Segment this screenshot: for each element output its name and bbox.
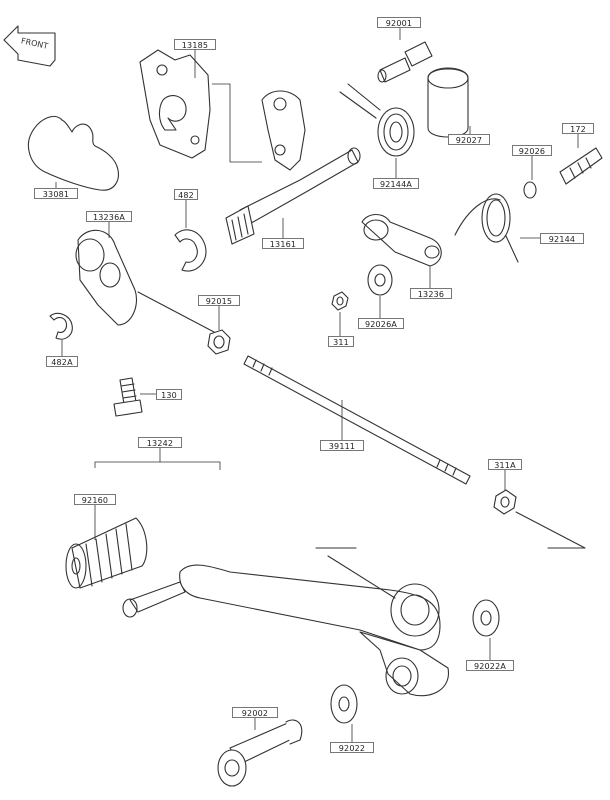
washer-92022 [330, 684, 358, 724]
label-482: 482 [174, 189, 198, 200]
leader-lines [55, 28, 579, 742]
e-ring-482A [49, 312, 73, 340]
e-ring-482 [174, 229, 207, 272]
label-92027: 92027 [448, 134, 490, 145]
label-92022A: 92022A [466, 660, 514, 671]
front-arrow-icon: FRONT [3, 25, 56, 67]
label-92001: 92001 [377, 17, 421, 28]
washer-92026A [367, 264, 393, 296]
shift-arm-13236 [361, 213, 442, 267]
rubber-92160 [65, 517, 148, 589]
nut-311 [331, 291, 349, 311]
nut-311A [493, 489, 517, 515]
label-172: 172 [562, 123, 594, 134]
stud-172 [559, 147, 603, 185]
label-482A: 482A [46, 356, 78, 367]
circlip-33081 [27, 115, 119, 191]
washer-92026 [523, 181, 537, 199]
rod-39111 [243, 355, 471, 485]
label-92144: 92144 [540, 233, 584, 244]
label-92022: 92022 [330, 742, 374, 753]
bolt-130 [113, 377, 143, 417]
label-311A: 311A [488, 459, 522, 470]
spring-92144 [454, 193, 519, 263]
label-13236A: 13236A [86, 211, 132, 222]
bolt-92002 [217, 719, 303, 787]
label-92002: 92002 [232, 707, 278, 718]
nut-92015 [207, 329, 231, 355]
label-92026: 92026 [512, 145, 552, 156]
shift-shaft-13161 [225, 90, 361, 245]
label-13236: 13236 [410, 288, 452, 299]
label-92015: 92015 [198, 295, 240, 306]
washer-92022A [472, 599, 500, 637]
label-130: 130 [156, 389, 182, 400]
label-39111: 39111 [320, 440, 364, 451]
pin-92001 [377, 41, 433, 83]
label-92144A: 92144A [373, 178, 419, 189]
label-92160: 92160 [74, 494, 116, 505]
label-13161: 13161 [262, 238, 304, 249]
label-13185: 13185 [174, 39, 216, 50]
collar-92027 [427, 67, 469, 138]
label-33081: 33081 [34, 188, 78, 199]
label-92026A: 92026A [358, 318, 404, 329]
label-13242: 13242 [138, 437, 182, 448]
shift-plate-13185 [139, 49, 211, 159]
shift-arm-13236A [75, 229, 137, 326]
label-311: 311 [328, 336, 354, 347]
shift-pedal-13242 [122, 564, 449, 697]
spring-92144A [339, 83, 415, 157]
